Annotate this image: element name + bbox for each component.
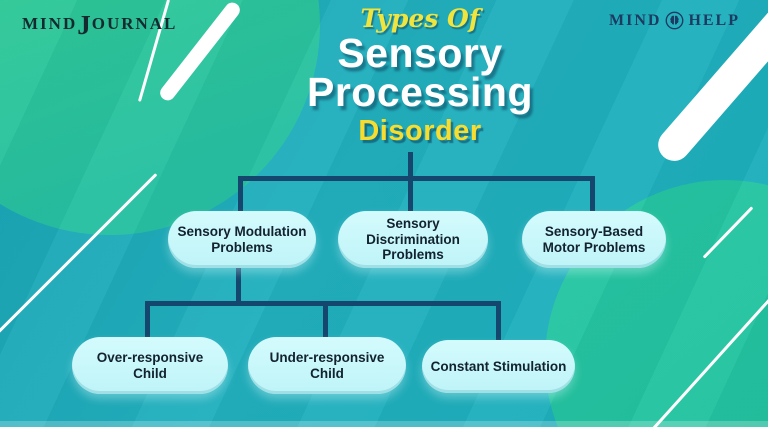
title-word-sensory: Sensory	[337, 30, 503, 76]
mindhelp-logo-mind: MIND	[609, 11, 662, 29]
mindhelp-logo: MIND HELP	[609, 11, 740, 30]
node-sensory-discrimination-problems: Sensory Discrimination Problems	[338, 211, 488, 268]
node-over-responsive-child: Over-responsive Child	[72, 337, 228, 394]
mindjournal-logo-initial-j: J	[77, 10, 92, 40]
node-label: Over-responsive Child	[96, 349, 204, 381]
node-sensory-modulation-problems: Sensory Modulation Problems	[168, 211, 316, 268]
mindhelp-logo-help: HELP	[688, 11, 740, 29]
connector-root-vertical	[408, 152, 413, 212]
connector-drop-over-responsive	[145, 301, 150, 338]
connector-drop-constant-stimulation	[496, 301, 501, 341]
node-label: Under-responsive Child	[269, 349, 385, 381]
title-block: Types Of Sensory Processing Disorder	[255, 6, 585, 146]
title-word-processing: Processing	[306, 68, 534, 115]
node-under-responsive-child: Under-responsive Child	[248, 337, 406, 394]
connector-drop-under-responsive	[323, 301, 328, 338]
mindjournal-logo-part3: OURNAL	[91, 14, 178, 33]
node-constant-stimulation: Constant Stimulation	[422, 340, 575, 393]
node-sensory-based-motor-problems: Sensory-Based Motor Problems	[522, 211, 666, 268]
node-label: Sensory-Based Motor Problems	[542, 223, 646, 255]
bottom-light-band	[0, 421, 768, 427]
node-label: Sensory Discrimination Problems	[366, 215, 460, 263]
title-eyebrow: Types Of	[360, 4, 480, 33]
mindjournal-logo: MINDJOURNAL	[22, 10, 177, 41]
node-label: Constant Stimulation	[430, 358, 567, 374]
connector-modulation-down	[236, 267, 241, 304]
brain-circle-icon	[665, 11, 684, 30]
node-label: Sensory Modulation Problems	[177, 223, 307, 255]
connector-drop-modulation	[238, 176, 243, 212]
connector-level1-horizontal	[238, 176, 595, 181]
connector-drop-motor	[590, 176, 595, 212]
title-word-disorder: Disorder	[358, 115, 482, 148]
mindjournal-logo-part1: MIND	[22, 14, 78, 33]
